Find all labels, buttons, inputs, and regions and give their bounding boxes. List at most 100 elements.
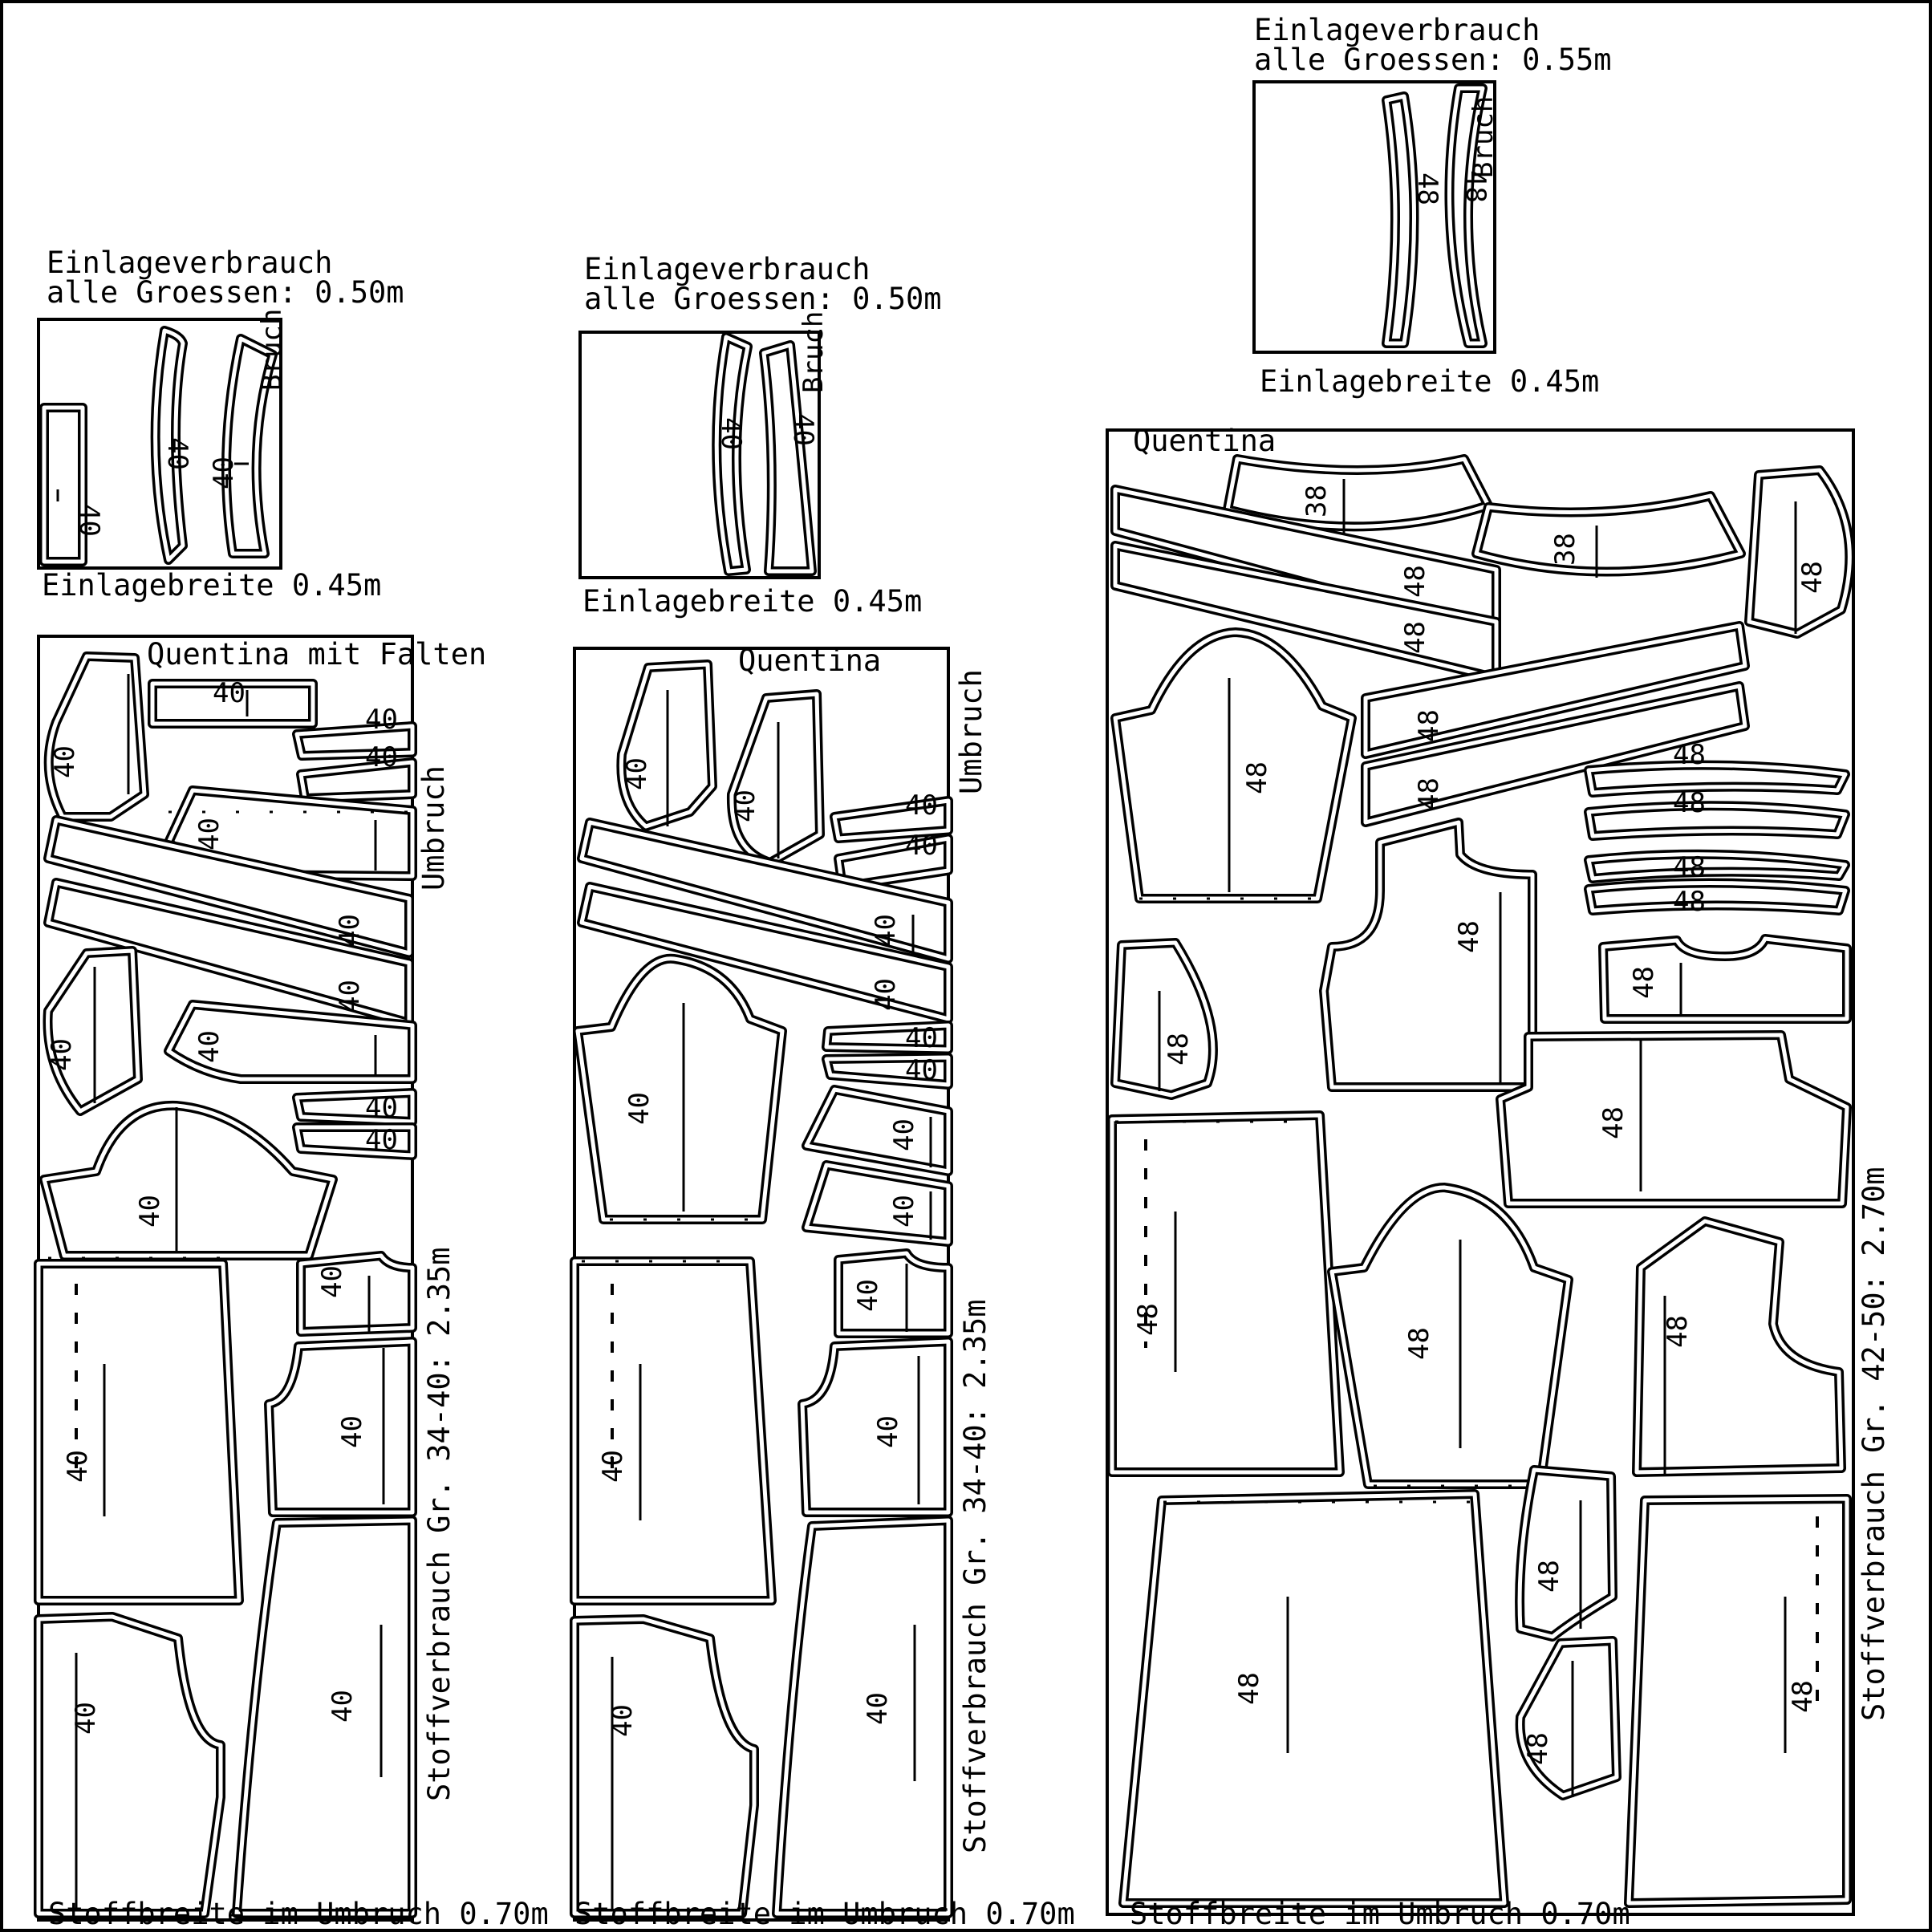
layout-2-size-label: 40 [888,1195,920,1228]
layout-3-size-label: 48 [1796,561,1828,594]
layout-1-size-label: 40 [62,1450,94,1483]
layout-2-size-label: 40 [905,789,938,822]
layout-1-size-label: 40 [316,1265,348,1298]
layout-3-consumption: Stoffverbrauch Gr. 42-50: 2.70m [1857,1167,1891,1721]
layout-3-size-small-label: 38 [1301,485,1333,518]
layout-3-size-label: 48 [1403,1327,1435,1360]
interfacing-2-consumption: alle Groessen: 0.50m [584,282,942,316]
interfacing-box-1: Einlageverbrauch alle Groessen: 0.50m 40… [37,246,404,603]
layout-3-size-label: 48 [1413,777,1445,810]
layout-2-size-label: 40 [888,1118,920,1151]
layout-3-title: Quentina [1133,424,1276,458]
layout-3-size-small-label: 38 [1549,533,1581,566]
layout-2-size-label: 40 [872,1415,904,1448]
layout-3-size-label: 48 [1241,761,1273,794]
layout-1-size-label: 40 [336,1415,368,1448]
layout-2-consumption: Stoffverbrauch Gr. 34-40: 2.35m [958,1299,992,1853]
layout-3-size-label: 48 [1399,565,1431,598]
interfacing-1-size-a: 40 [73,504,105,537]
layout-3-size-label: 48 [1132,1303,1164,1336]
interfacing-1-title: Einlageverbrauch [47,246,332,280]
layout-2-size-label: 40 [905,1022,938,1054]
layout-2-fold-label: Umbruch [954,669,988,794]
interfacing-1-consumption: alle Groessen: 0.50m [47,275,404,310]
interfacing-2-size-b: 40 [787,413,819,446]
layout-1-size-label: 40 [365,704,398,736]
layout-1-size-label: 40 [334,914,366,947]
layout-3-size-label: 48 [1673,886,1706,918]
layout-2-size-label: 40 [621,757,653,790]
layout-3-size-label: 48 [1399,621,1431,654]
layout-1: Quentina mit Falten [34,635,549,1931]
interfacing-3-size-b: 48 [1459,170,1492,203]
interfacing-3-title: Einlageverbrauch [1254,13,1540,47]
interfacing-3-size-a: 48 [1411,172,1443,205]
interfacing-3-consumption: alle Groessen: 0.55m [1254,43,1612,77]
layout-3-size-label: 48 [1673,787,1706,819]
layout-2-size-label: 40 [729,789,761,822]
layout-1-size-label: 40 [70,1702,102,1735]
layout-2-size-label: 40 [870,978,902,1011]
layout-1-size-label: 40 [193,1030,225,1063]
layout-2-title: Quentina [738,643,881,678]
layout-3-size-label: 48 [1533,1560,1565,1593]
interfacing-3-fold-label: Bruch [1467,96,1500,178]
interfacing-2-size-a: 40 [715,417,747,450]
layout-1-fabric-width: Stoffbreite im Umbruch 0.70m [48,1897,549,1931]
layout-3-size-label: 48 [1673,739,1706,771]
interfacing-2-width: Einlagebreite 0.45m [582,584,922,619]
layout-3-fabric-width: Stoffbreite im Umbruch 0.70m [1130,1897,1630,1931]
interfacing-1-fold-label: Bruch [256,309,288,391]
interfacing-2-frame [578,331,821,579]
layout-3-size-label: 48 [1597,1106,1630,1139]
interfacing-1-size-c: 40 [208,457,240,489]
layout-1-size-label: 40 [365,1124,398,1156]
interfacing-box-3: Einlageverbrauch alle Groessen: 0.55m 48… [1252,13,1612,399]
layout-1-size-label: 40 [193,818,225,850]
interfacing-2-fold-label: Bruch [798,311,830,393]
layout-1-size-label: 40 [46,1038,78,1071]
layout-1-size-label: 40 [213,677,246,709]
layout-3-pieces [1107,454,1855,1908]
layout-1-size-label: 40 [134,1195,166,1228]
layout-3-size-label: 48 [1662,1315,1694,1348]
layout-3: Quentina [1106,424,1891,1931]
layout-1-size-label: 40 [365,1092,398,1124]
layout-1-consumption: Stoffverbrauch Gr. 34-40: 2.35m [422,1247,457,1801]
layout-2: Quentina 40 40 [570,643,1075,1931]
layout-3-size-label: 48 [1453,920,1485,953]
layout-3-size-label: 48 [1673,851,1706,883]
layout-1-title: Quentina mit Falten [147,637,486,672]
layout-2-size-label: 40 [905,830,938,862]
interfacing-3-pieces [1382,83,1488,348]
layout-3-size-label: 48 [1233,1672,1265,1705]
layout-1-size-label: 40 [334,980,366,1013]
interfacing-1-width: Einlagebreite 0.45m [42,568,381,603]
layout-2-size-label: 40 [852,1279,884,1312]
layout-2-size-label: 40 [597,1450,629,1483]
layout-2-fabric-width: Stoffbreite im Umbruch 0.70m [574,1897,1075,1931]
layout-2-size-label: 40 [870,914,902,947]
interfacing-2-title: Einlageverbrauch [584,252,870,286]
layout-3-size-label: 48 [1522,1732,1554,1765]
layout-1-size-label: 40 [49,745,81,778]
layout-3-size-label: 48 [1163,1033,1195,1065]
interfacing-3-frame [1252,80,1496,354]
layout-3-size-label: 48 [1628,966,1660,999]
interfacing-3-width: Einlagebreite 0.45m [1260,364,1599,399]
layout-2-size-label: 40 [607,1704,639,1737]
interfacing-1-size-b: 40 [161,437,193,470]
layout-1-size-label: 40 [327,1690,359,1723]
layout-2-size-label: 40 [862,1692,894,1725]
interfacing-1-frame [37,318,282,570]
layout-1-size-label: 40 [365,741,398,773]
layout-1-fold-label: Umbruch [416,765,451,891]
layout-2-pieces [570,660,953,1918]
interfacing-1-pieces [39,326,278,566]
interfacing-box-2: Einlageverbrauch alle Groessen: 0.50m 40… [578,252,942,619]
layout-3-size-label: 48 [1787,1680,1819,1713]
interfacing-2-pieces [712,332,817,576]
layout-1-pieces [34,651,417,1918]
layout-3-size-label: 48 [1413,709,1445,742]
